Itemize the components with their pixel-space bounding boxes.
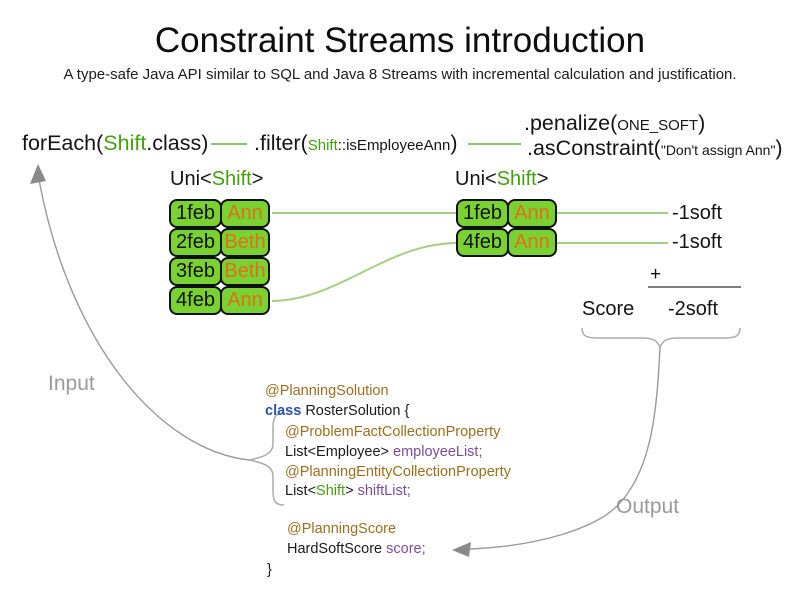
score-brace: [581, 327, 741, 349]
field-name: employeeList;: [393, 444, 483, 460]
uni-left-suffix: >: [251, 168, 264, 190]
penalty-label: -1soft: [672, 202, 723, 224]
class-name: RosterSolution {: [301, 403, 410, 419]
filter-type: Shift: [307, 137, 338, 154]
annotation-text: @PlanningScore: [287, 521, 397, 537]
field-name: shiftList;: [357, 483, 411, 499]
foreach-suffix: .class): [146, 131, 209, 155]
uni-left-prefix: Uni<: [170, 168, 212, 190]
code-line-score-field: HardSoftScore score;: [287, 539, 426, 559]
uni-left-type: Shift: [211, 168, 252, 190]
output-label: Output: [616, 495, 680, 518]
code-line-planningscore-annotation: @PlanningScore: [287, 519, 396, 539]
field-type: HardSoftScore: [287, 541, 387, 557]
code-line-planningentity-annotation: @PlanningEntityCollectionProperty: [285, 462, 511, 482]
input-arrowhead-icon: [30, 164, 46, 184]
score-total: -2soft: [668, 298, 719, 320]
code-line-class-decl: class RosterSolution {: [265, 401, 409, 421]
score-label: Score: [582, 298, 635, 320]
asconstraint-call: .asConstraint("Don't assign Ann"): [527, 136, 783, 161]
code-line-planning-solution: @PlanningSolution: [265, 381, 389, 401]
shift-cell-employee: Ann: [220, 286, 270, 315]
foreach-type: Shift: [103, 131, 147, 155]
asconstraint-prefix: .asConstraint(: [527, 136, 661, 160]
code-brace: [248, 412, 285, 506]
code-line-problemfact-annotation: @ProblemFactCollectionProperty: [285, 422, 500, 442]
closing-brace: }: [267, 562, 272, 578]
uni-right-type: Shift: [496, 168, 537, 190]
shift-cell-employee: Beth: [220, 228, 270, 257]
shift-cell-date: 4feb: [456, 228, 509, 257]
filter-call: .filter(Shift::isEmployeeAnn): [254, 131, 458, 156]
code-line-shift-list: List<Shift> shiftList;: [285, 481, 411, 501]
shift-cell-date: 3feb: [169, 257, 222, 286]
output-arrowhead-icon: [452, 542, 471, 557]
foreach-prefix: forEach(: [22, 131, 104, 155]
page-title: Constraint Streams introduction: [154, 21, 646, 60]
filter-method: ::isEmployeeAnn: [337, 137, 451, 154]
match-line-4feb: [271, 242, 668, 302]
shift-cell-date: 2feb: [169, 228, 222, 257]
filter-prefix: .filter(: [254, 131, 308, 155]
penalize-arg: ONE_SOFT: [617, 117, 699, 134]
annotation-text: @PlanningSolution: [265, 383, 389, 399]
asconstraint-close: ): [775, 136, 783, 160]
plus-sign: +: [650, 264, 662, 285]
penalize-call: .penalize(ONE_SOFT): [524, 111, 705, 136]
shift-cell-date: 1feb: [456, 199, 509, 228]
field-type: List<: [285, 483, 317, 499]
shift-cell-date: 4feb: [169, 286, 222, 315]
shift-type: Shift: [316, 483, 346, 499]
uni-right-prefix: Uni<: [455, 168, 497, 190]
field-type: List<Employee>: [285, 444, 394, 460]
asconstraint-arg: "Don't assign Ann": [660, 142, 776, 158]
field-type: >: [345, 483, 358, 499]
input-label: Input: [48, 372, 95, 395]
annotation-text: @PlanningEntityCollectionProperty: [285, 464, 511, 480]
shift-cell-employee: Ann: [507, 199, 557, 228]
uni-right-suffix: >: [536, 168, 549, 190]
shift-cell-date: 1feb: [169, 199, 222, 228]
uni-shift-label-left: Uni<Shift>: [170, 168, 263, 191]
code-line-closing-brace: }: [267, 560, 272, 580]
shift-cell-employee: Ann: [507, 228, 557, 257]
penalize-close: ): [698, 111, 706, 135]
field-name: score;: [386, 541, 426, 557]
class-keyword: class: [265, 403, 302, 419]
input-arrow-line: [38, 179, 250, 461]
output-arrow-line: [469, 346, 661, 550]
foreach-call: forEach(Shift.class): [22, 131, 208, 156]
shift-cell-employee: Beth: [220, 257, 270, 286]
penalize-prefix: .penalize(: [524, 111, 618, 135]
annotation-text: @ProblemFactCollectionProperty: [285, 424, 501, 440]
code-line-employee-list: List<Employee> employeeList;: [285, 442, 482, 462]
uni-shift-label-right: Uni<Shift>: [455, 168, 548, 191]
penalty-label: -1soft: [672, 231, 723, 253]
page-subtitle: A type-safe Java API similar to SQL and …: [63, 66, 737, 83]
shift-cell-employee: Ann: [220, 199, 270, 228]
filter-close: ): [450, 131, 458, 155]
